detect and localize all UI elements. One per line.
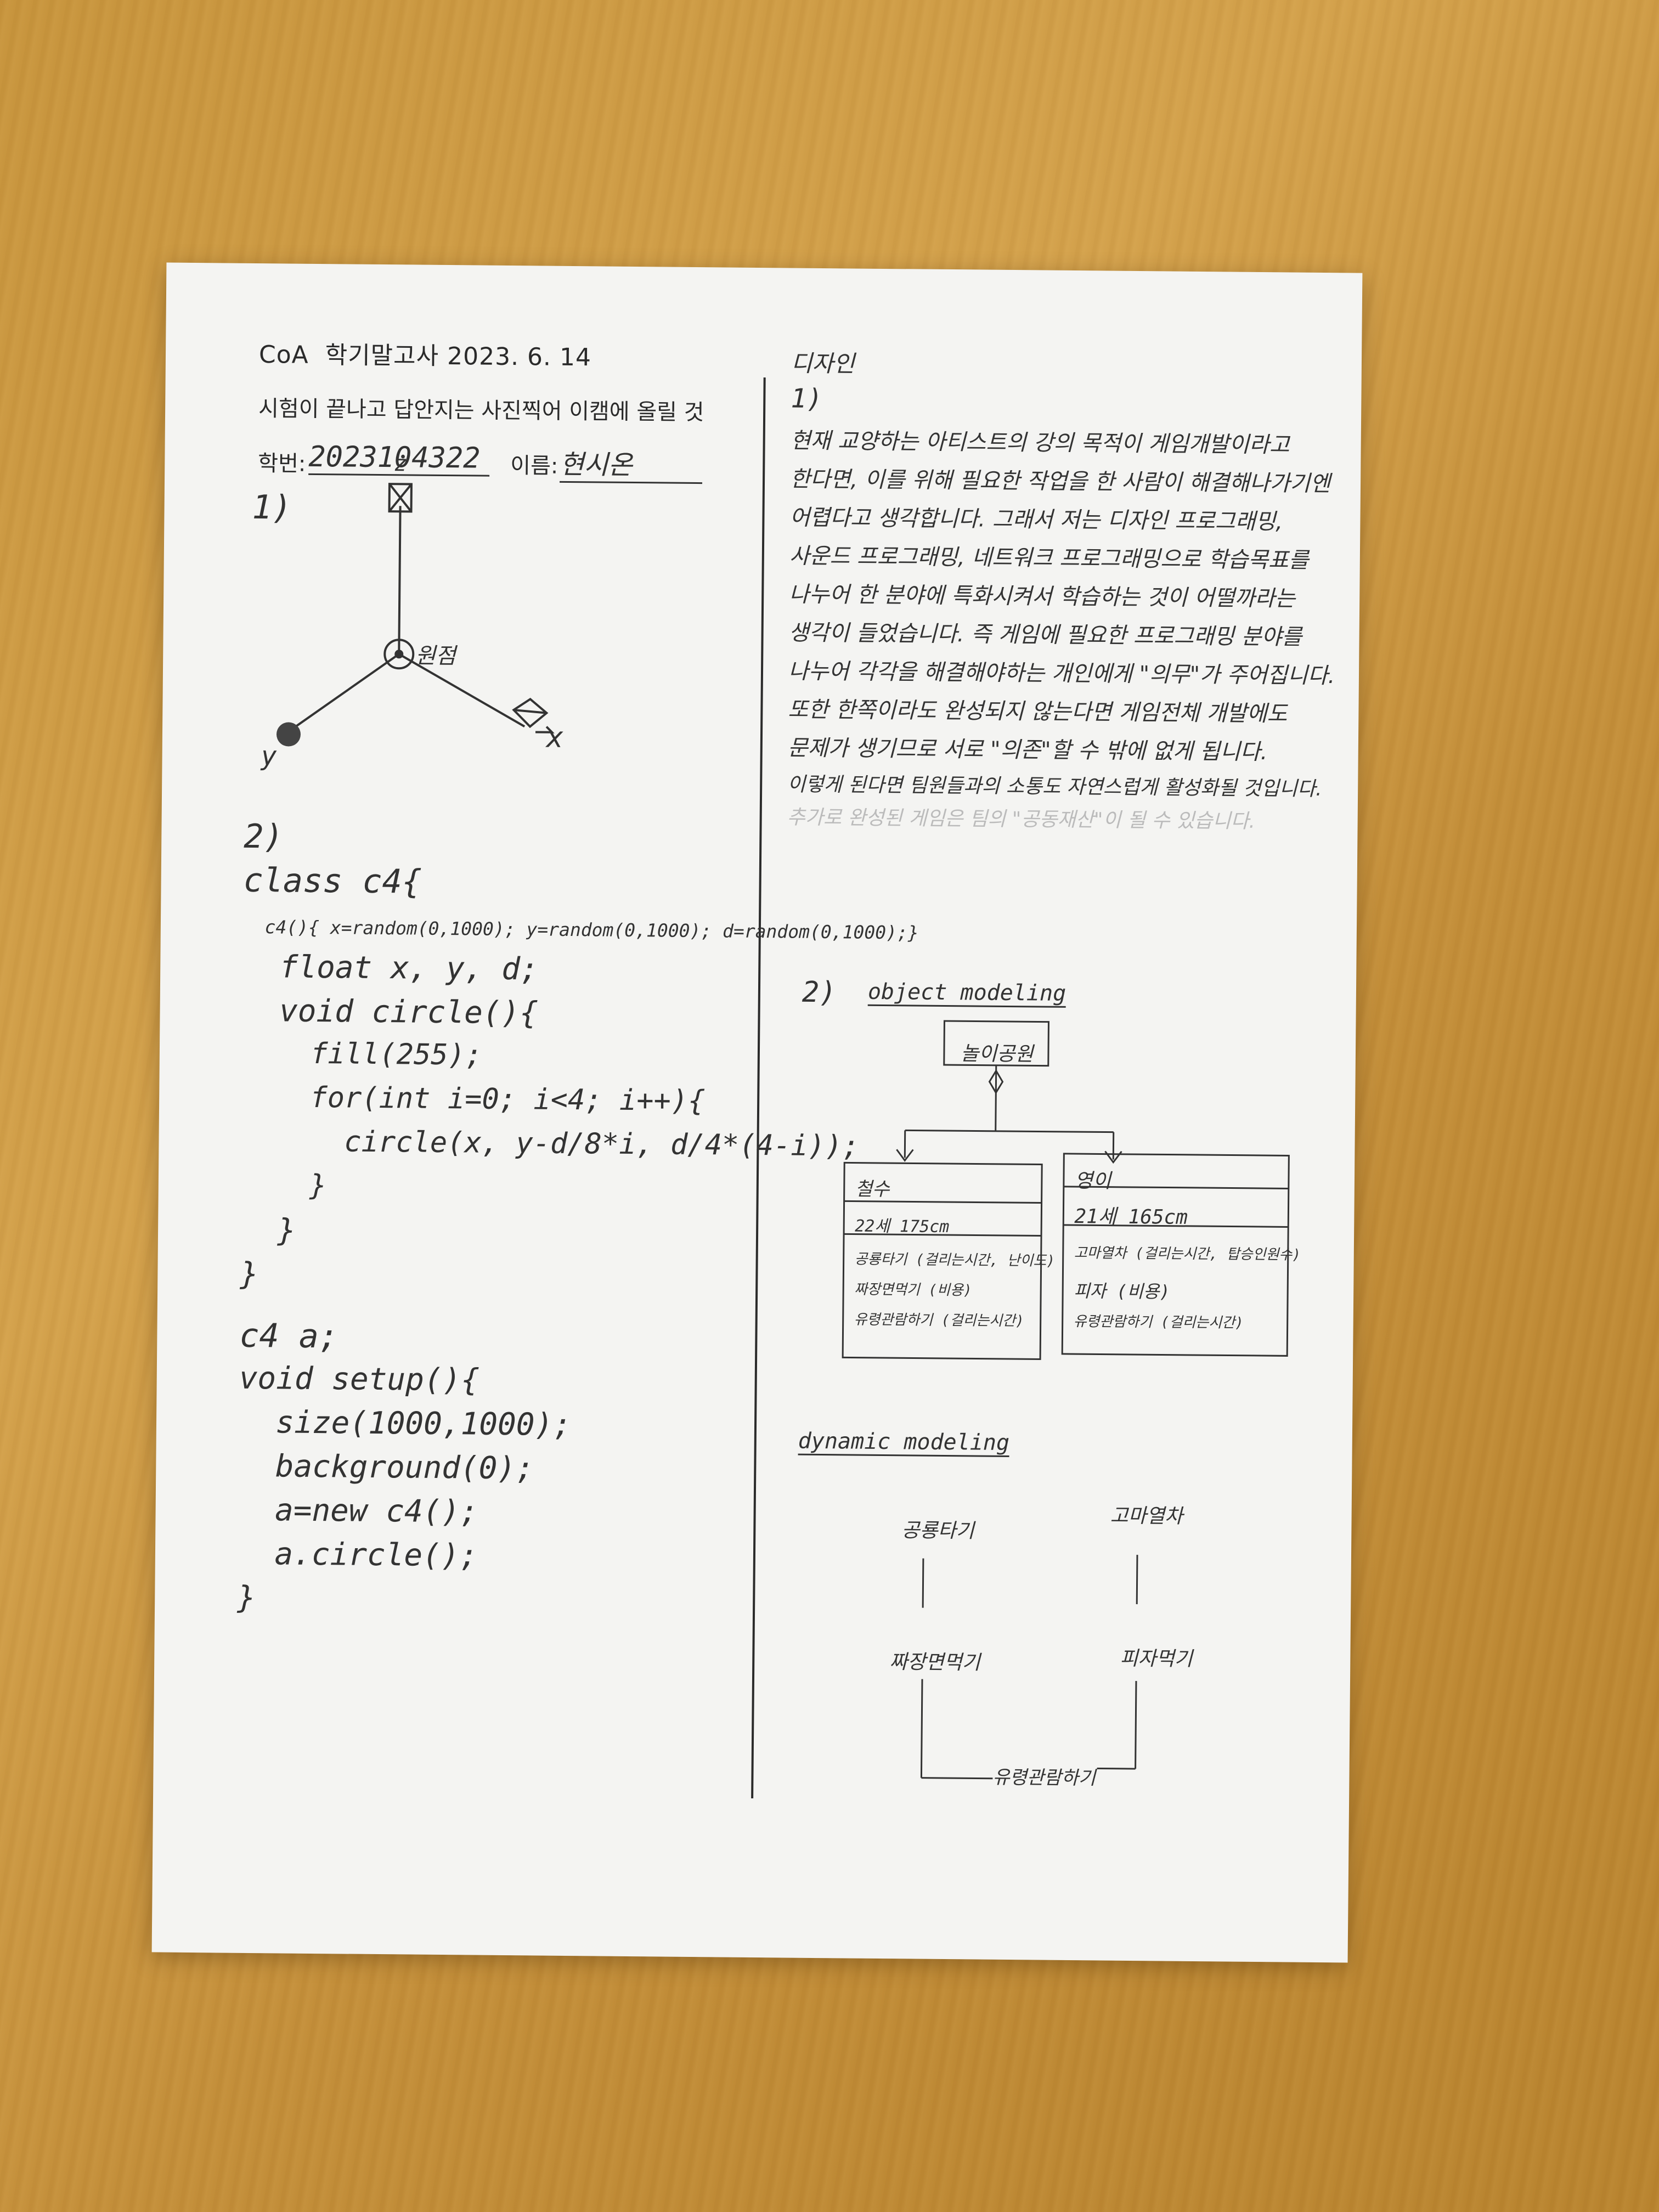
code-line: } [240, 1256, 259, 1293]
essay-line-faded: 추가로 완성된 게임은 팀의 "공동재산"이 될 수 있습니다. [787, 806, 1256, 833]
class-b-attrs: 21세 165cm [1074, 1205, 1188, 1229]
code-line: size(1000,1000); [238, 1404, 572, 1443]
class-b-name: 영이 [1074, 1170, 1111, 1193]
exam-answer-sheet: CoA 학기말고사 2023. 6. 14 시험이 끝나고 답안지는 사진찍어 … [151, 262, 1363, 1963]
dynamic-modeling-label: dynamic modeling [798, 1428, 1010, 1458]
code-line: } [236, 1579, 256, 1616]
flow-left-step-1: 공룡타기 [901, 1519, 975, 1543]
essay-line: 나누어 한 분야에 특화시켜서 학습하는 것이 어떨까라는 [789, 582, 1296, 612]
class-b-method: 피자 (비용) [1074, 1280, 1170, 1302]
class-a-method: 유령관람하기 (걸리는시간) [854, 1311, 1024, 1330]
essay-line: 한다면, 이를 위해 필요한 작업을 한 사람이 해결해나가기엔 [789, 466, 1331, 497]
essay-line: 어렵다고 생각합니다. 그래서 저는 디자인 프로그래밍, [789, 505, 1283, 535]
code-line: a=new c4(); [238, 1492, 479, 1530]
flow-end-step: 유령관람하기 [992, 1766, 1096, 1790]
code-line: void setup(){ [239, 1360, 480, 1398]
origin-label: 원점 [415, 643, 456, 669]
axis-y-label: y [261, 741, 277, 772]
essay-line: 나누어 각각을 해결해야하는 개인에게 "의무"가 주어집니다. [788, 658, 1335, 689]
code-line: background(0); [238, 1448, 535, 1487]
flow-right-step-2: 피자먹기 [1120, 1647, 1193, 1671]
code-line: } [240, 1212, 296, 1249]
code-line: class c4{ [243, 861, 422, 901]
code-line: for(int i=0; i<4; i++){ [241, 1080, 706, 1118]
essay-line: 또한 한쪽이라도 완성되지 않는다면 게임전체 개발에도 [788, 697, 1288, 727]
class-a-method: 짜장면먹기 (비용) [854, 1281, 972, 1299]
code-line: fill(255); [241, 1036, 483, 1072]
q2-number: 2) [244, 817, 284, 856]
class-b-method: 고마열차 (걸리는시간, 탑승인원수) [1074, 1245, 1301, 1263]
code-line: float x, y, d; [242, 949, 539, 988]
design-q2-number: 2) [802, 975, 837, 1009]
essay-line: 사운드 프로그래밍, 네트워크 프로그래밍으로 학습목표를 [789, 543, 1309, 573]
code-line: c4 a; [239, 1316, 339, 1356]
axis-diagram [276, 483, 555, 747]
code-line: void circle(){ [242, 992, 539, 1031]
axis-z-label: z [394, 451, 408, 477]
object-model-diagram [842, 1020, 1290, 1361]
code-line: c4(){ x=random(0,1000); y=random(0,1000)… [242, 916, 919, 944]
code-block: class c4{ c4(){ x=random(0,1000); y=rand… [236, 861, 919, 1629]
dynamic-model-diagram [920, 1555, 1138, 1780]
class-a-name: 철수 [855, 1178, 890, 1201]
flow-left-step-2: 짜장면먹기 [889, 1651, 981, 1674]
essay-line: 문제가 생기므로 서로 "의존"할 수 밖에 없게 됩니다. [787, 735, 1268, 765]
essay-line: 이렇게 된다면 팀원들과의 소통도 자연스럽게 활성화될 것입니다. [787, 773, 1322, 800]
code-line: } [240, 1168, 327, 1203]
essay-line: 현재 교양하는 아티스트의 강의 목적이 게임개발이라고 [790, 428, 1290, 458]
code-line: circle(x, y-d/8*i, d/4*(4-i)); [241, 1124, 860, 1163]
class-a-attrs: 22세 175cm [855, 1216, 950, 1237]
y-axis-marker [276, 722, 301, 747]
code-line: a.circle(); [237, 1536, 478, 1574]
design-section-title: 디자인 [791, 349, 855, 377]
axis-x-label: x [546, 721, 564, 754]
class-b-method: 유령관람하기 (걸리는시간) [1073, 1313, 1244, 1331]
class-a-method: 공룡타기 (걸리는시간, 난이도) [854, 1251, 1056, 1269]
flow-right-step-1: 고마열차 [1110, 1504, 1183, 1528]
class-top-name: 놀이공원 [960, 1042, 1034, 1066]
design-q1-number: 1) [791, 383, 823, 414]
exam-title: CoA 학기말고사 2023. 6. 14 [258, 341, 592, 372]
essay-line: 생각이 들었습니다. 즉 게임에 필요한 프로그래밍 분야를 [788, 620, 1302, 650]
instruction-text: 시험이 끝나고 답안지는 사진찍어 이캠에 올릴 것 [258, 396, 704, 426]
